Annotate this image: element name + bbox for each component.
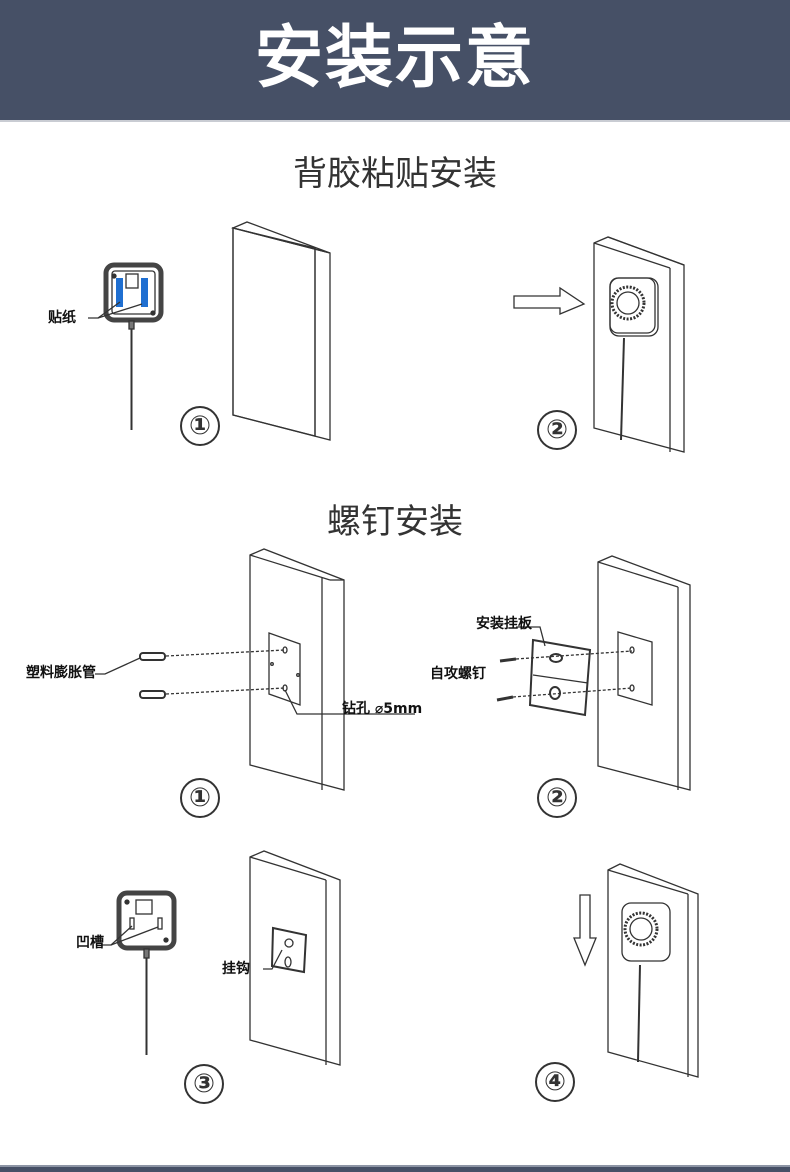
footer-bar <box>0 1165 790 1172</box>
step-number-2: ② <box>537 778 577 818</box>
anchor-plugs <box>95 649 415 715</box>
label-mounting-plate: 安装挂板 <box>476 616 532 632</box>
label-groove: 凹槽 <box>76 935 104 951</box>
mounting-plate-and-screws <box>496 626 633 717</box>
step-number-3: ③ <box>184 1064 224 1104</box>
label-drill-hole: 钻孔 ⌀5mm <box>342 701 423 717</box>
step-number-1: ① <box>180 778 220 818</box>
device-back-grooves <box>101 890 177 1055</box>
wall-panel-drilled <box>597 555 691 791</box>
device-back-with-stickers <box>88 262 164 430</box>
arrow-down-icon <box>573 894 597 967</box>
sticker-strip <box>141 278 148 307</box>
step-number-4: ④ <box>535 1062 575 1102</box>
step-number-1: ① <box>180 406 220 446</box>
label-sticker: 贴纸 <box>48 310 76 326</box>
wall-panel-with-hook-plate <box>249 850 341 1066</box>
wall-panel-with-device <box>607 863 699 1078</box>
label-anchor: 塑料膨胀管 <box>26 665 96 681</box>
section-title-screw: 螺钉安装 <box>327 502 463 542</box>
wall-panel-drilled <box>249 548 345 791</box>
label-self-tapping-screw: 自攻螺钉 <box>430 666 486 682</box>
wall-panel <box>230 221 331 441</box>
step-number-2: ② <box>537 410 577 450</box>
label-hook: 挂钩 <box>222 961 250 977</box>
sticker-strip <box>116 278 123 307</box>
page-title: 安装示意 <box>254 19 535 98</box>
section-title-adhesive: 背胶粘贴安装 <box>293 154 497 194</box>
wall-panel-with-device <box>593 236 685 453</box>
arrow-right-icon <box>513 286 586 315</box>
header-banner: 安装示意 <box>0 0 790 122</box>
